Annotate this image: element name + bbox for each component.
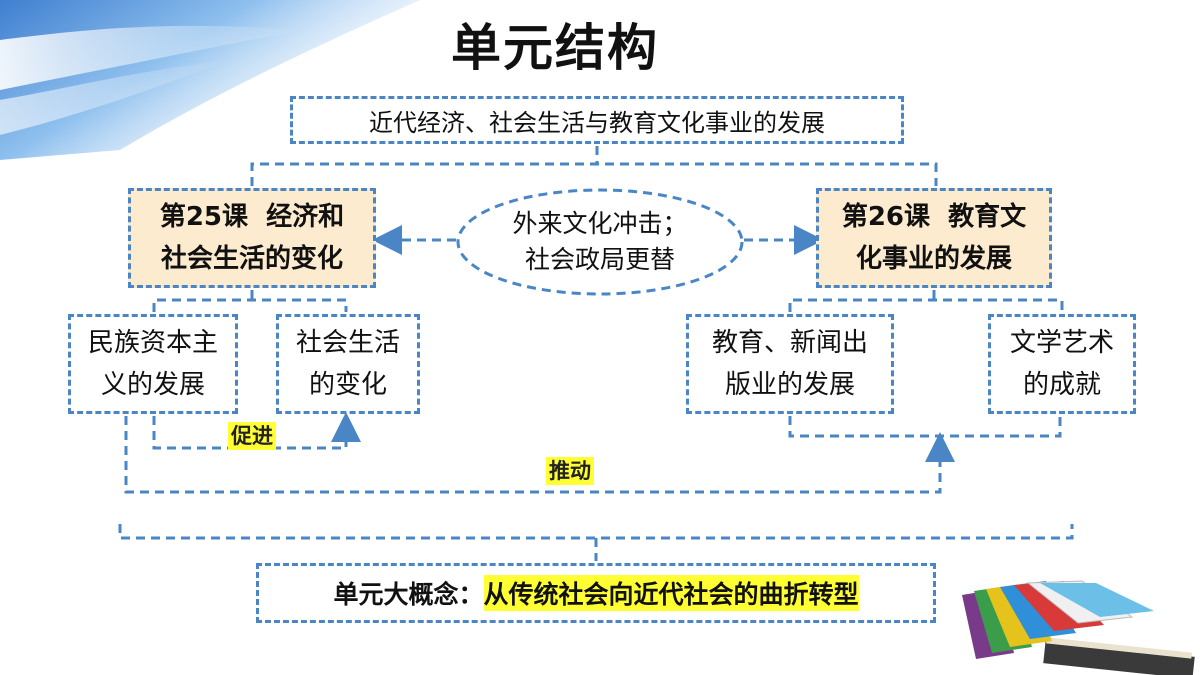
lesson-25-box: 第25课 经济和 社会生活的变化 (128, 188, 376, 288)
lesson-26-box: 第26课 教育文 化事业的发展 (816, 188, 1052, 288)
page-title: 单元结构 (451, 19, 659, 77)
subtopic-line2: 的成就 (1022, 370, 1101, 400)
subtopic-line2: 的变化 (308, 370, 387, 400)
subtopic-literature-art: 文学艺术 的成就 (988, 314, 1136, 414)
lesson-25-line2: 社会生活的变化 (160, 244, 343, 274)
subtopic-education-press: 教育、新闻出 版业的发展 (686, 314, 894, 414)
subtopic-line1: 民族资本主 (87, 328, 218, 358)
big-idea-box: 单元大概念：从传统社会向近代社会的曲折转型 (256, 563, 936, 623)
subtopic-line1: 文学艺术 (1009, 328, 1114, 358)
sky-decoration-icon (0, 0, 420, 160)
subtopic-line1: 社会生活 (295, 328, 400, 358)
lesson-25-line1: 第25课 经济和 (159, 202, 345, 232)
subtopic-line2: 义的发展 (100, 370, 205, 400)
relation-drive-label: 推动 (546, 457, 594, 485)
unit-topic-text: 近代经济、社会生活与教育文化事业的发展 (369, 108, 825, 137)
big-idea-label: 单元大概念： (333, 580, 484, 609)
lesson-26-line1: 第26课 教育文 (841, 202, 1027, 232)
subtopic-national-capitalism: 民族资本主 义的发展 (68, 314, 238, 414)
big-idea-value: 从传统社会向近代社会的曲折转型 (483, 575, 859, 611)
center-ellipse-line1: 外来文化冲击； (512, 209, 688, 238)
center-ellipse: 外来文化冲击； 社会政局更替 (458, 192, 742, 292)
lesson-26-line2: 化事业的发展 (855, 244, 1012, 274)
relation-promote-label: 促进 (228, 422, 276, 450)
unit-topic-box: 近代经济、社会生活与教育文化事业的发展 (290, 96, 904, 144)
subtopic-line2: 版业的发展 (724, 370, 855, 400)
books-icon (962, 580, 1195, 675)
subtopic-line1: 教育、新闻出 (711, 328, 868, 358)
subtopic-social-life: 社会生活 的变化 (276, 314, 420, 414)
center-ellipse-line2: 社会政局更替 (524, 245, 675, 274)
